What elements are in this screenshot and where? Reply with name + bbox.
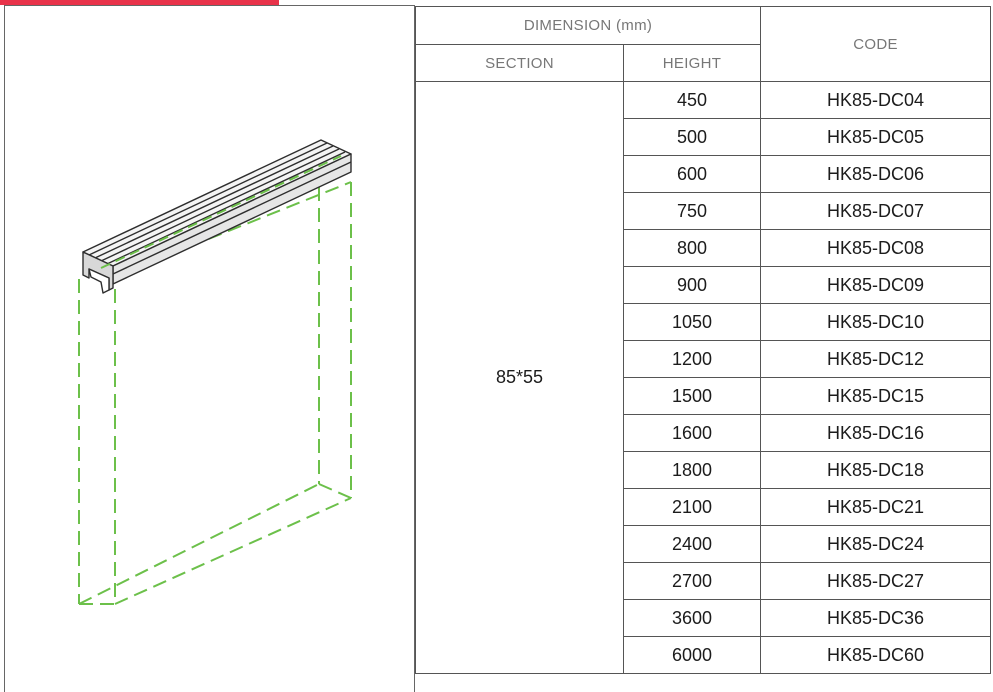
height-cell: 450: [623, 81, 761, 119]
height-cell: 2400: [623, 525, 761, 563]
height-cell: 500: [623, 118, 761, 156]
accent-bar: [0, 0, 279, 5]
height-cell: 2100: [623, 488, 761, 526]
code-cell: HK85-DC06: [760, 155, 991, 193]
code-cell: HK85-DC15: [760, 377, 991, 415]
section-value: 85*55: [415, 81, 624, 674]
height-cell: 6000: [623, 636, 761, 674]
code-cell: HK85-DC16: [760, 414, 991, 452]
code-cell: HK85-DC60: [760, 636, 991, 674]
specification-table: DIMENSION (mm) CODE SECTION HEIGHT 85*55…: [415, 6, 991, 674]
code-cell: HK85-DC36: [760, 599, 991, 637]
height-cell: 1200: [623, 340, 761, 378]
code-cell: HK85-DC04: [760, 81, 991, 119]
code-cell: HK85-DC07: [760, 192, 991, 230]
height-cell: 1500: [623, 377, 761, 415]
height-cell: 2700: [623, 562, 761, 600]
code-cell: HK85-DC09: [760, 266, 991, 304]
code-cell: HK85-DC18: [760, 451, 991, 489]
table-row: 85*55 450 HK85-DC04: [415, 81, 991, 674]
dimension-header: DIMENSION (mm): [415, 6, 761, 45]
code-cell: HK85-DC21: [760, 488, 991, 526]
profile-frame-drawing: [78, 139, 352, 605]
height-cell: 900: [623, 266, 761, 304]
height-header: HEIGHT: [623, 44, 761, 82]
code-cell: HK85-DC05: [760, 118, 991, 156]
height-cell: 1050: [623, 303, 761, 341]
code-header: CODE: [760, 6, 991, 82]
product-drawing-panel: [4, 5, 415, 692]
code-cell: HK85-DC10: [760, 303, 991, 341]
height-cell: 800: [623, 229, 761, 267]
code-cell: HK85-DC08: [760, 229, 991, 267]
height-cell: 1800: [623, 451, 761, 489]
section-header: SECTION: [415, 44, 624, 82]
code-cell: HK85-DC24: [760, 525, 991, 563]
height-cell: 3600: [623, 599, 761, 637]
height-cell: 600: [623, 155, 761, 193]
code-cell: HK85-DC27: [760, 562, 991, 600]
code-cell: HK85-DC12: [760, 340, 991, 378]
height-cell: 1600: [623, 414, 761, 452]
height-cell: 750: [623, 192, 761, 230]
